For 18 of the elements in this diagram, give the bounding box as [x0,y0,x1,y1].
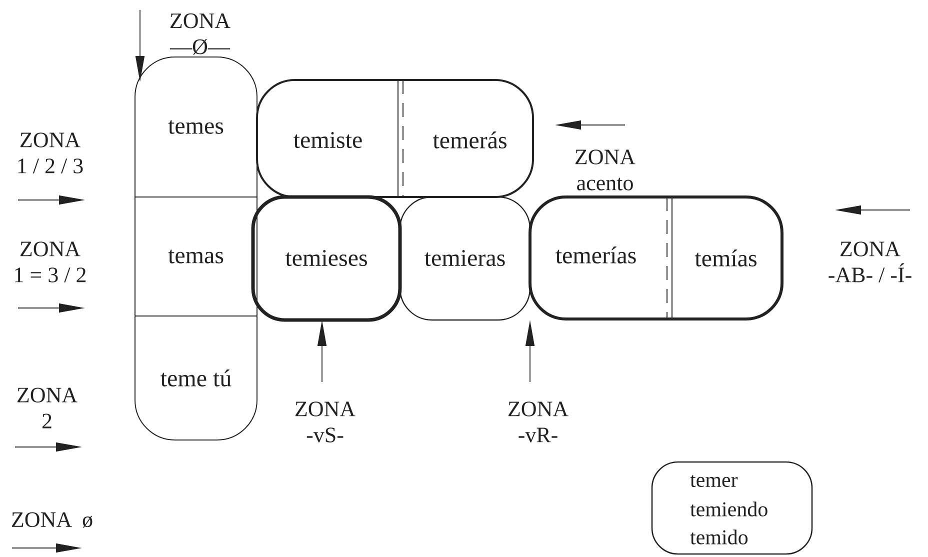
rounded-column [134,56,258,440]
table-cell: temas [168,250,224,264]
zone-label: ZONA -AB- / -Í- [828,242,912,282]
rounded-box: temiste temerás [256,79,534,198]
zone-label: ZONA 1 / 2 / 3 [18,132,83,174]
zone-label: ZONA -vS- [296,402,356,442]
zone-label: ZONA -vR- [508,402,568,442]
rounded-box: temer temiendo temido [651,461,813,555]
table-cell: temes [168,120,224,134]
zone-label: ZONA —Ø— [170,13,230,55]
rounded-box: temieses [251,195,402,322]
rounded-box: temerías temías [528,196,784,320]
zone-label: ZONA acento [576,150,636,190]
zone-label: ZONA ø [12,512,92,528]
table-cell: teme tú [160,370,232,386]
zone-label: ZONA 2 [18,388,78,428]
rounded-box: temieras [399,196,531,321]
zone-label: ZONA 1 = 3 / 2 [15,242,86,282]
